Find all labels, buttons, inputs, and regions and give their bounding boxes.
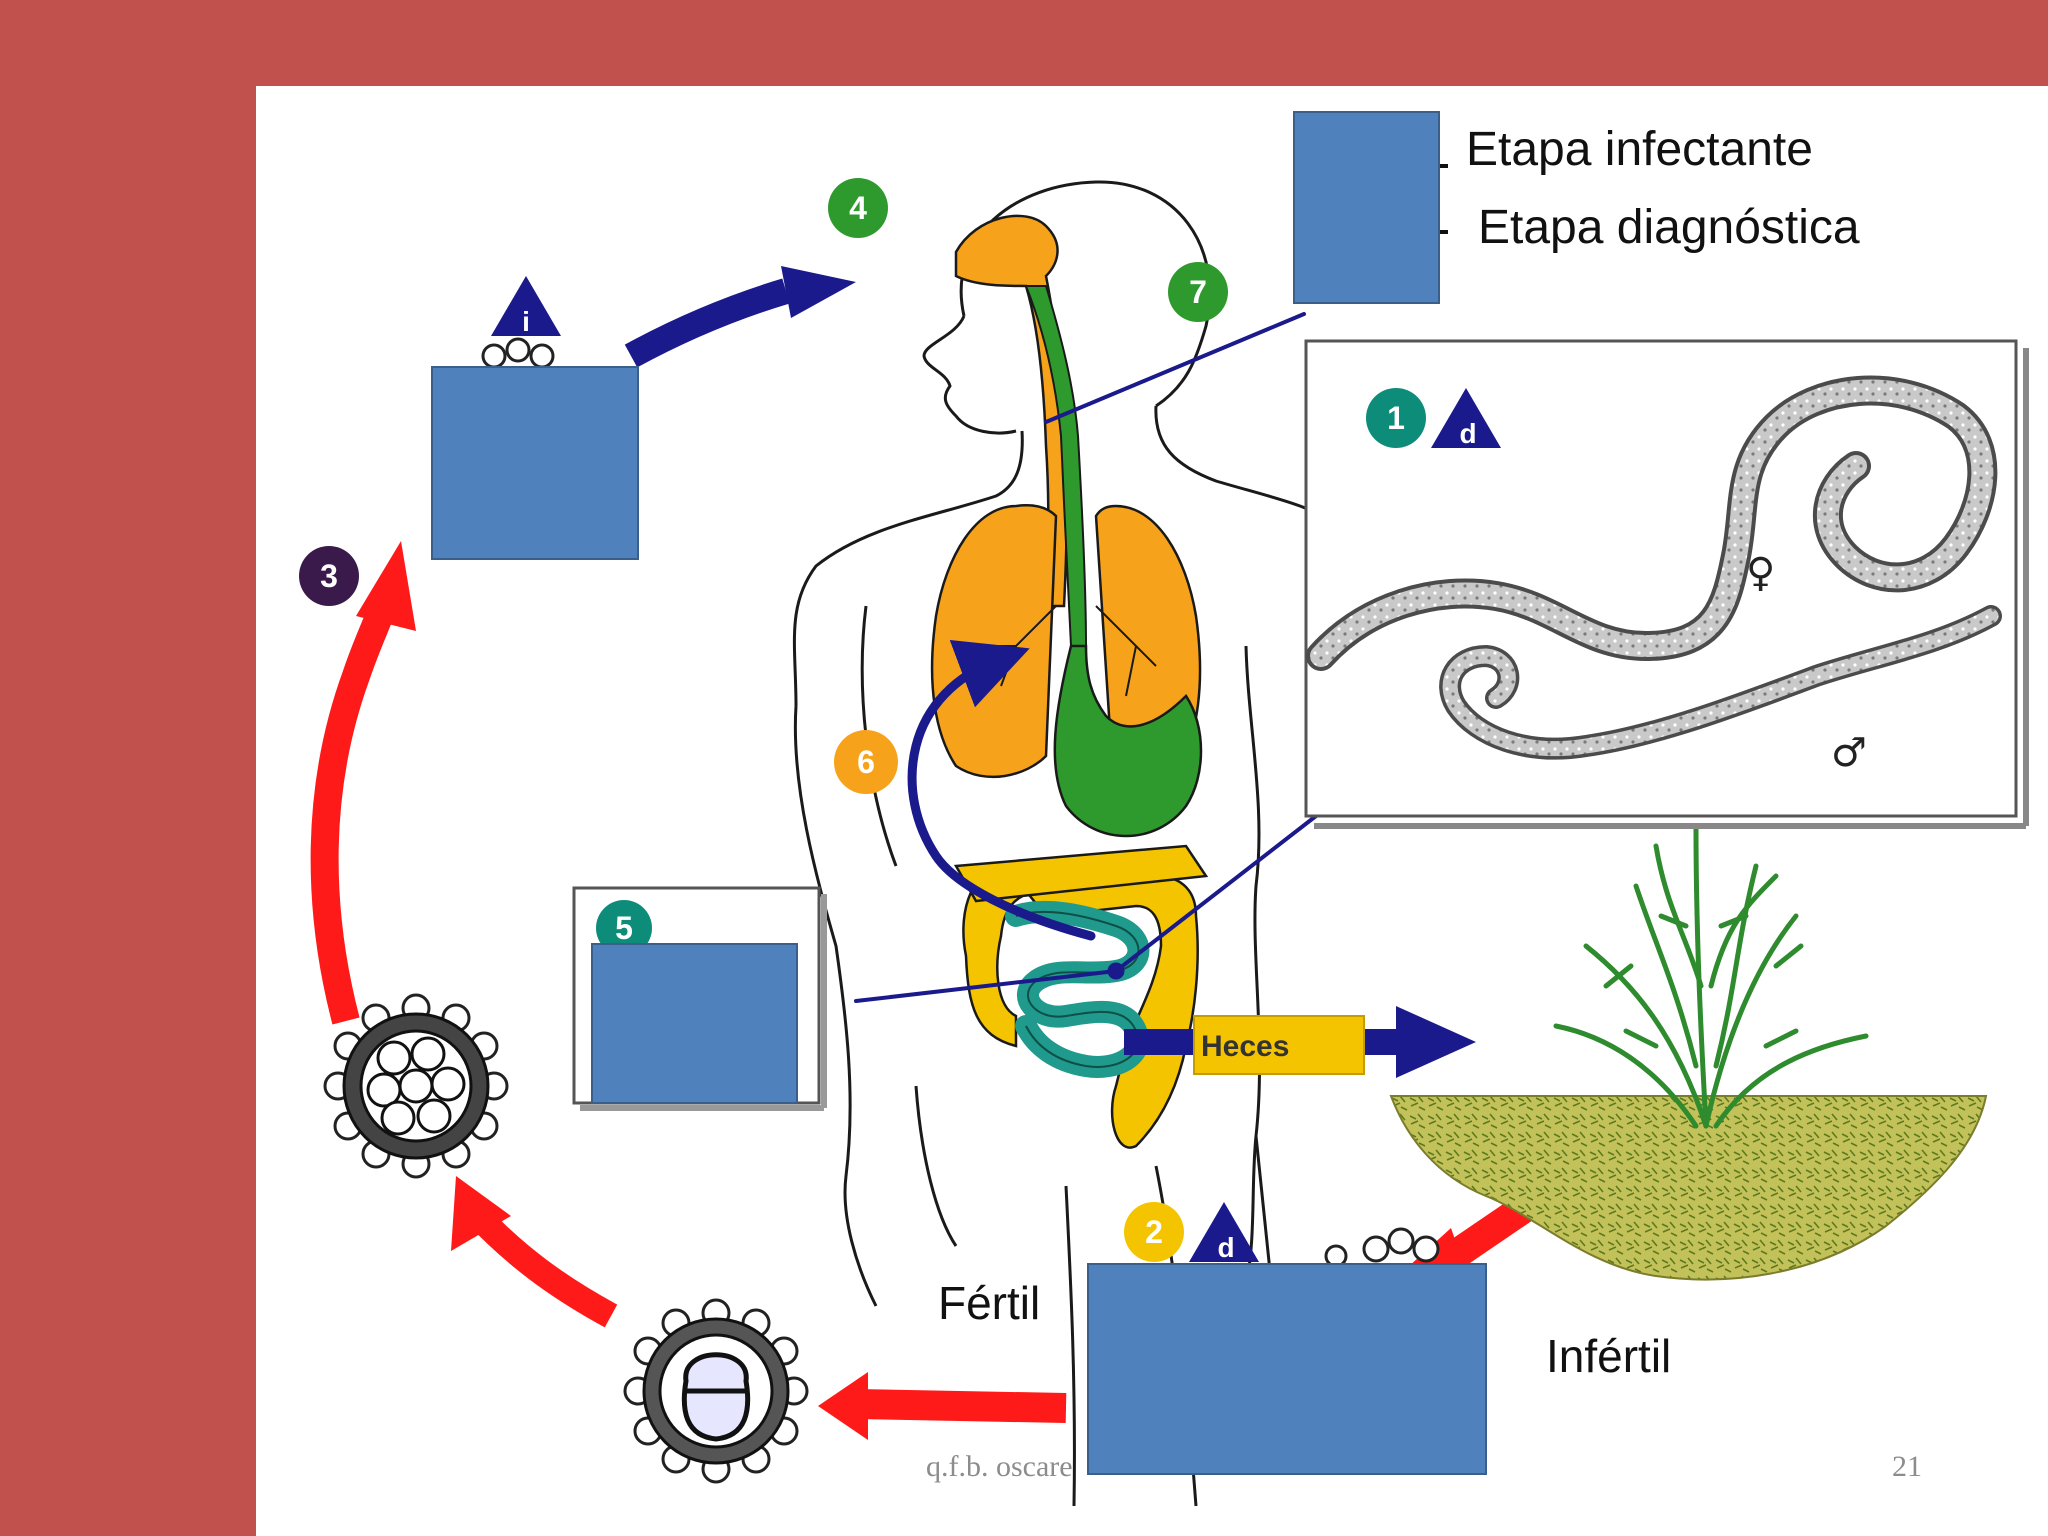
life-cycle-diagram: Heces	[299, 164, 2029, 1507]
fertil-label: Fértil	[938, 1277, 1041, 1329]
step-6-badge: 6	[834, 730, 898, 794]
male-symbol: ♂	[1831, 730, 1867, 776]
slide-canvas: Heces	[256, 86, 2048, 1536]
svg-text:5: 5	[615, 910, 633, 946]
svg-text:d: d	[1217, 1232, 1234, 1263]
legend-diagnostica: Etapa diagnóstica	[1478, 201, 1860, 254]
female-symbol: ♀	[1746, 550, 1775, 596]
svg-text:3: 3	[320, 558, 338, 594]
digestive-tract	[953, 285, 1209, 1149]
step-1-badge: 1	[1366, 388, 1426, 448]
ingestion-arrow	[624, 266, 856, 368]
footer-author: q.f.b. oscare	[926, 1450, 1073, 1483]
step-3-badge: 3	[299, 546, 359, 606]
box-5-placeholder	[591, 943, 798, 1104]
svg-text:2: 2	[1145, 1214, 1163, 1250]
eggs-placeholder-box	[1087, 1263, 1487, 1475]
step-7-badge: 7	[1168, 262, 1228, 322]
legend-connectors	[1440, 164, 1448, 234]
larval-migration-path	[854, 312, 1318, 1003]
egg-top-partial-icon	[481, 337, 555, 369]
grass-icon	[1553, 823, 1869, 1129]
svg-text:4: 4	[849, 190, 867, 226]
step-5-badge: 5	[596, 900, 652, 956]
step-2-badge: 2	[1124, 1202, 1184, 1262]
step-4-badge: 4	[828, 178, 888, 238]
infertile-egg-icon	[1324, 1227, 1440, 1268]
fertile-egg-icon	[623, 1298, 809, 1484]
svg-text:i: i	[522, 306, 530, 337]
embryonated-egg-icon	[323, 993, 509, 1179]
infertil-label: Infértil	[1546, 1330, 1672, 1382]
svg-text:d: d	[1459, 418, 1476, 449]
feces-arrow: Heces	[1124, 1006, 1476, 1078]
svg-text:7: 7	[1189, 274, 1207, 310]
infective-stage-icon: i	[491, 276, 561, 337]
diagnostic-stage-icon-1: d	[1431, 388, 1501, 449]
svg-text:1: 1	[1387, 400, 1405, 436]
infective-egg-placeholder-box	[431, 366, 639, 560]
legend-placeholder-box	[1293, 111, 1440, 304]
footer-page-number: 21	[1892, 1450, 1922, 1483]
diagnostic-stage-icon-2: d	[1189, 1202, 1259, 1263]
legend-infectante: Etapa infectante	[1466, 123, 1813, 176]
soil-patch-icon	[1389, 1095, 1988, 1281]
adult-worms-icon	[1306, 375, 2002, 760]
svg-text:6: 6	[857, 744, 875, 780]
heces-label: Heces	[1201, 1030, 1289, 1063]
